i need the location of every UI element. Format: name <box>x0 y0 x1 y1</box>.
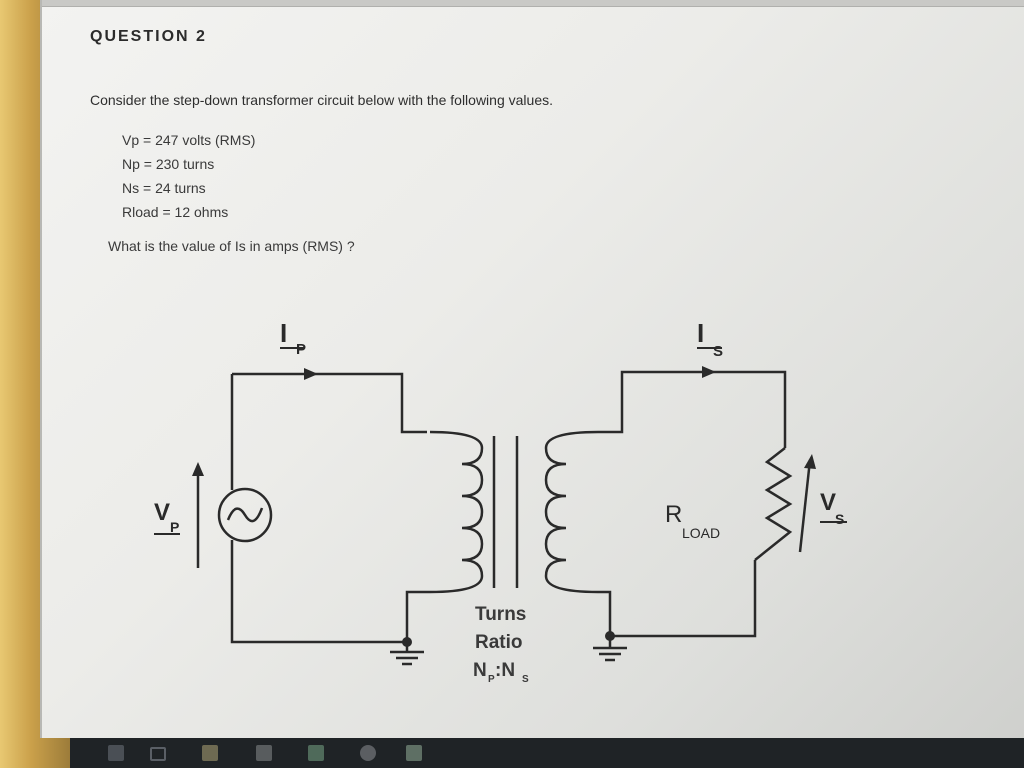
chrome-icon[interactable] <box>360 745 376 761</box>
primary-wire-left-lower <box>230 540 430 644</box>
value-vp: Vp = 247 volts (RMS) <box>122 128 255 152</box>
vp-label: V <box>154 499 170 526</box>
turns-label-np-sub: P <box>488 674 495 685</box>
secondary-wire-bottom <box>598 560 757 638</box>
is-arrowhead <box>702 366 716 378</box>
given-values: Vp = 247 volts (RMS) Np = 230 turns Ns =… <box>122 128 255 224</box>
ip-label: I <box>280 318 287 348</box>
value-np-text: = 230 turns <box>143 156 215 172</box>
value-ns: Ns = 24 turns <box>122 176 255 200</box>
secondary-wire-top <box>598 370 787 448</box>
turns-label-line2: Ratio <box>475 632 523 653</box>
value-vp-text: = 247 volts (RMS) <box>143 132 256 148</box>
vs-subscript: S <box>835 511 844 527</box>
value-vp-label: Vp <box>122 132 140 148</box>
vs-label: V <box>820 489 836 516</box>
window-top-bar <box>42 0 1024 7</box>
is-subscript: S <box>713 343 723 360</box>
turns-label-np: N <box>473 660 487 681</box>
vp-arrowhead <box>192 462 204 476</box>
ip-arrowhead <box>304 368 318 380</box>
value-np-label: Np <box>122 156 140 172</box>
value-rload-label: Rload <box>122 204 159 220</box>
file-explorer-icon[interactable] <box>202 745 218 761</box>
is-label: I <box>697 318 704 348</box>
ip-subscript: P <box>296 341 306 358</box>
screen: QUESTION 2 Consider the step-down transf… <box>40 0 1024 738</box>
question-title: QUESTION 2 <box>90 28 207 45</box>
windows-icon[interactable] <box>108 745 124 761</box>
rload-subscript: LOAD <box>682 525 720 541</box>
ac-source-wave <box>226 507 264 523</box>
turns-label-line1: Turns <box>475 604 526 625</box>
value-rload: Rload = 12 ohms <box>122 200 255 224</box>
vs-arrow <box>798 459 812 553</box>
vs-arrowhead <box>804 454 816 469</box>
primary-wire-top <box>232 372 427 434</box>
value-ns-text: = 24 turns <box>143 180 206 196</box>
load-resistor <box>754 447 793 561</box>
app-icon[interactable] <box>308 745 324 761</box>
question-intro: Consider the step-down transformer circu… <box>90 92 553 108</box>
primary-ground-node <box>402 637 412 647</box>
secondary-ground-node <box>605 631 615 641</box>
value-ns-label: Ns <box>122 180 140 196</box>
rload-label: R <box>665 501 682 528</box>
transformer-circuit-diagram: I P I S V P V S R LOAD Turns Ratio N P :… <box>154 318 847 685</box>
turns-label-ns-sub: S <box>522 674 529 685</box>
vp-subscript: P <box>170 519 179 535</box>
question-prompt: What is the value of Is in amps (RMS) ? <box>108 238 355 254</box>
turns-label-ns: :N <box>495 660 515 681</box>
task-view-icon[interactable] <box>150 747 166 761</box>
word-icon[interactable] <box>406 745 422 761</box>
ac-source <box>217 487 273 543</box>
value-rload-text: = 12 ohms <box>162 204 229 220</box>
secondary-coil <box>544 430 599 594</box>
taskbar <box>70 738 1024 768</box>
store-icon[interactable] <box>256 745 272 761</box>
value-np: Np = 230 turns <box>122 152 255 176</box>
primary-coil <box>429 430 484 594</box>
